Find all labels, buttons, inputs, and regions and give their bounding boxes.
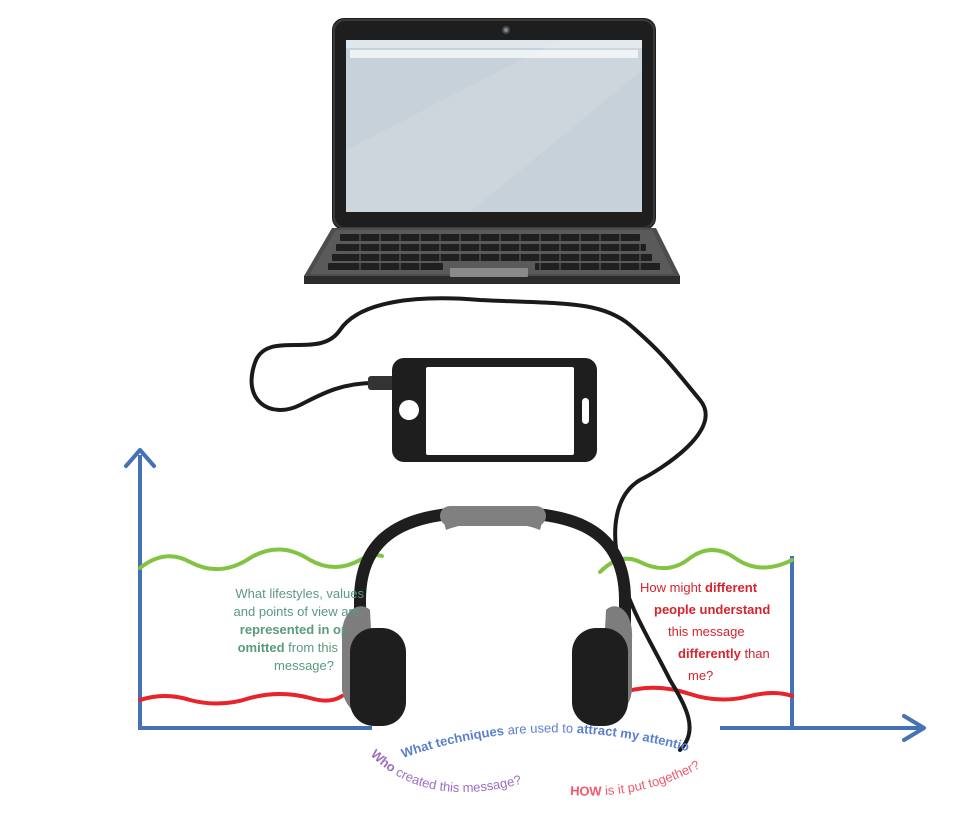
right-question-than: than	[741, 646, 770, 661]
right-question-different: different	[705, 580, 758, 595]
right-axis-arrowhead	[902, 714, 926, 742]
right-question-line-4: differently than	[678, 646, 770, 661]
right-question-differently: differently	[678, 646, 742, 661]
right-question-line-1: How might different	[640, 580, 758, 595]
laptop-icon	[304, 18, 680, 284]
left-question-line-3: represented in or	[240, 622, 346, 637]
headphones-icon	[341, 505, 633, 726]
techniques-word: techniques	[434, 723, 505, 750]
graph-frame	[124, 448, 926, 742]
right-question-line-3: this message	[668, 624, 745, 639]
techniques-attract: attract	[576, 721, 618, 740]
red-wave-left	[138, 692, 344, 706]
how-question: HOW is it put together?	[570, 757, 702, 799]
who-message: message?	[462, 772, 522, 795]
left-question: What lifestyles, values and points of vi…	[234, 586, 365, 673]
techniques-what: What	[399, 736, 437, 761]
green-wave-right	[598, 548, 794, 574]
smartphone-icon	[368, 358, 597, 462]
green-wave-left	[138, 547, 384, 572]
right-question-how-might: How might	[640, 580, 705, 595]
who-question: Who created this message?	[368, 746, 523, 795]
left-question-line-2: and points of view are	[234, 604, 360, 619]
how-word: HOW	[570, 783, 603, 799]
phone-home-button	[399, 400, 419, 420]
left-question-line-1: What lifestyles, values	[235, 586, 364, 601]
phone-screen	[426, 367, 574, 455]
laptop-screen	[346, 40, 642, 212]
right-question-line-5: me?	[688, 668, 713, 683]
red-wave-right	[630, 685, 794, 702]
left-question-line-5: message?	[274, 658, 334, 673]
right-question-line-2: people understand	[654, 602, 770, 617]
keyboard	[328, 234, 660, 270]
who-created-this: created this	[390, 762, 463, 795]
how-put-together: is it put together?	[601, 757, 702, 798]
left-axis-arrowhead	[124, 448, 156, 468]
right-question: How might different people understand th…	[640, 580, 770, 683]
left-question-omitted: omitted	[238, 640, 285, 655]
techniques-are-used-to: are used to	[503, 720, 577, 738]
left-question-from-this: from this	[285, 640, 339, 655]
left-question-line-4: omitted from this	[238, 640, 339, 655]
